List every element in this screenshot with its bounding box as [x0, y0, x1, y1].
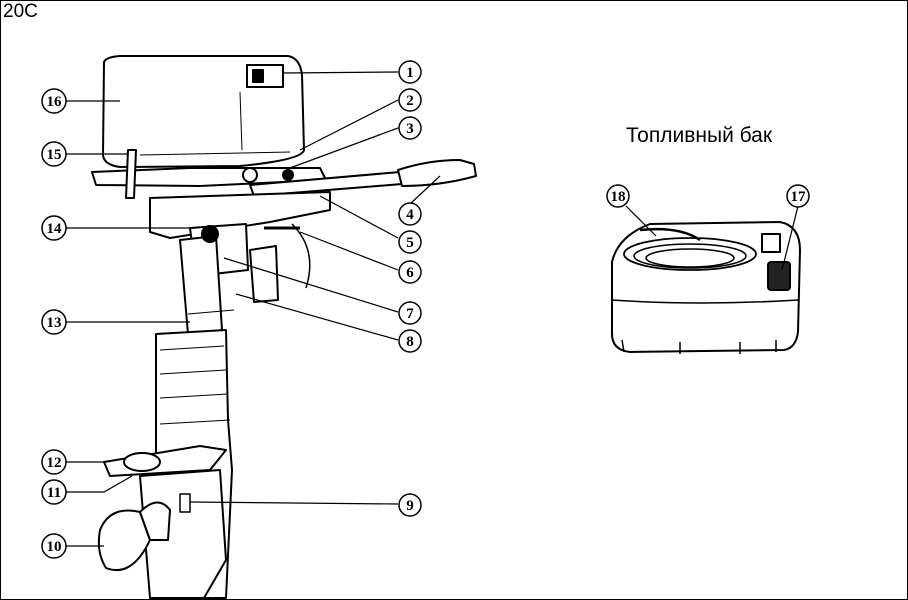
leader-lines: [66, 71, 799, 547]
callout-18: 18: [606, 184, 630, 208]
svg-text:6: 6: [406, 265, 414, 281]
callout-markers: 1 2 3 4 5 6 7 8 9 10 11 12 13 14 15 16 1…: [41, 60, 810, 559]
callout-5: 5: [398, 230, 422, 254]
callout-1: 1: [398, 60, 422, 84]
callout-6: 6: [398, 260, 422, 284]
fuel-tank-illustration: [611, 221, 801, 354]
callout-8: 8: [398, 329, 422, 353]
svg-text:8: 8: [406, 334, 414, 350]
svg-text:5: 5: [406, 235, 414, 251]
svg-text:9: 9: [406, 498, 414, 514]
callout-15: 15: [41, 141, 67, 167]
svg-text:17: 17: [791, 189, 807, 205]
svg-text:11: 11: [47, 485, 61, 501]
svg-text:1: 1: [406, 65, 414, 81]
callout-9: 9: [398, 493, 422, 517]
callout-11: 11: [41, 479, 67, 505]
svg-text:10: 10: [47, 539, 62, 555]
callout-10: 10: [41, 533, 67, 559]
callout-2: 2: [398, 88, 422, 112]
svg-text:18: 18: [611, 189, 626, 205]
callout-14: 14: [41, 215, 67, 241]
svg-text:16: 16: [47, 94, 63, 110]
svg-text:13: 13: [47, 315, 62, 331]
fuel-tank-title: Топливный бак: [626, 124, 773, 147]
svg-text:4: 4: [406, 207, 414, 223]
svg-text:7: 7: [406, 306, 414, 322]
callout-3: 3: [398, 116, 422, 140]
svg-text:2: 2: [406, 93, 414, 109]
outboard-motor-illustration: [91, 55, 477, 599]
callout-13: 13: [41, 309, 67, 335]
model-label: 20C: [3, 1, 38, 22]
svg-text:14: 14: [47, 221, 63, 237]
callout-7: 7: [398, 301, 422, 325]
svg-text:12: 12: [47, 455, 62, 471]
callout-17: 17: [786, 184, 810, 208]
callout-16: 16: [41, 88, 67, 114]
svg-text:3: 3: [406, 121, 414, 137]
callout-12: 12: [41, 449, 67, 475]
svg-text:15: 15: [47, 147, 62, 163]
callout-4: 4: [398, 202, 422, 226]
